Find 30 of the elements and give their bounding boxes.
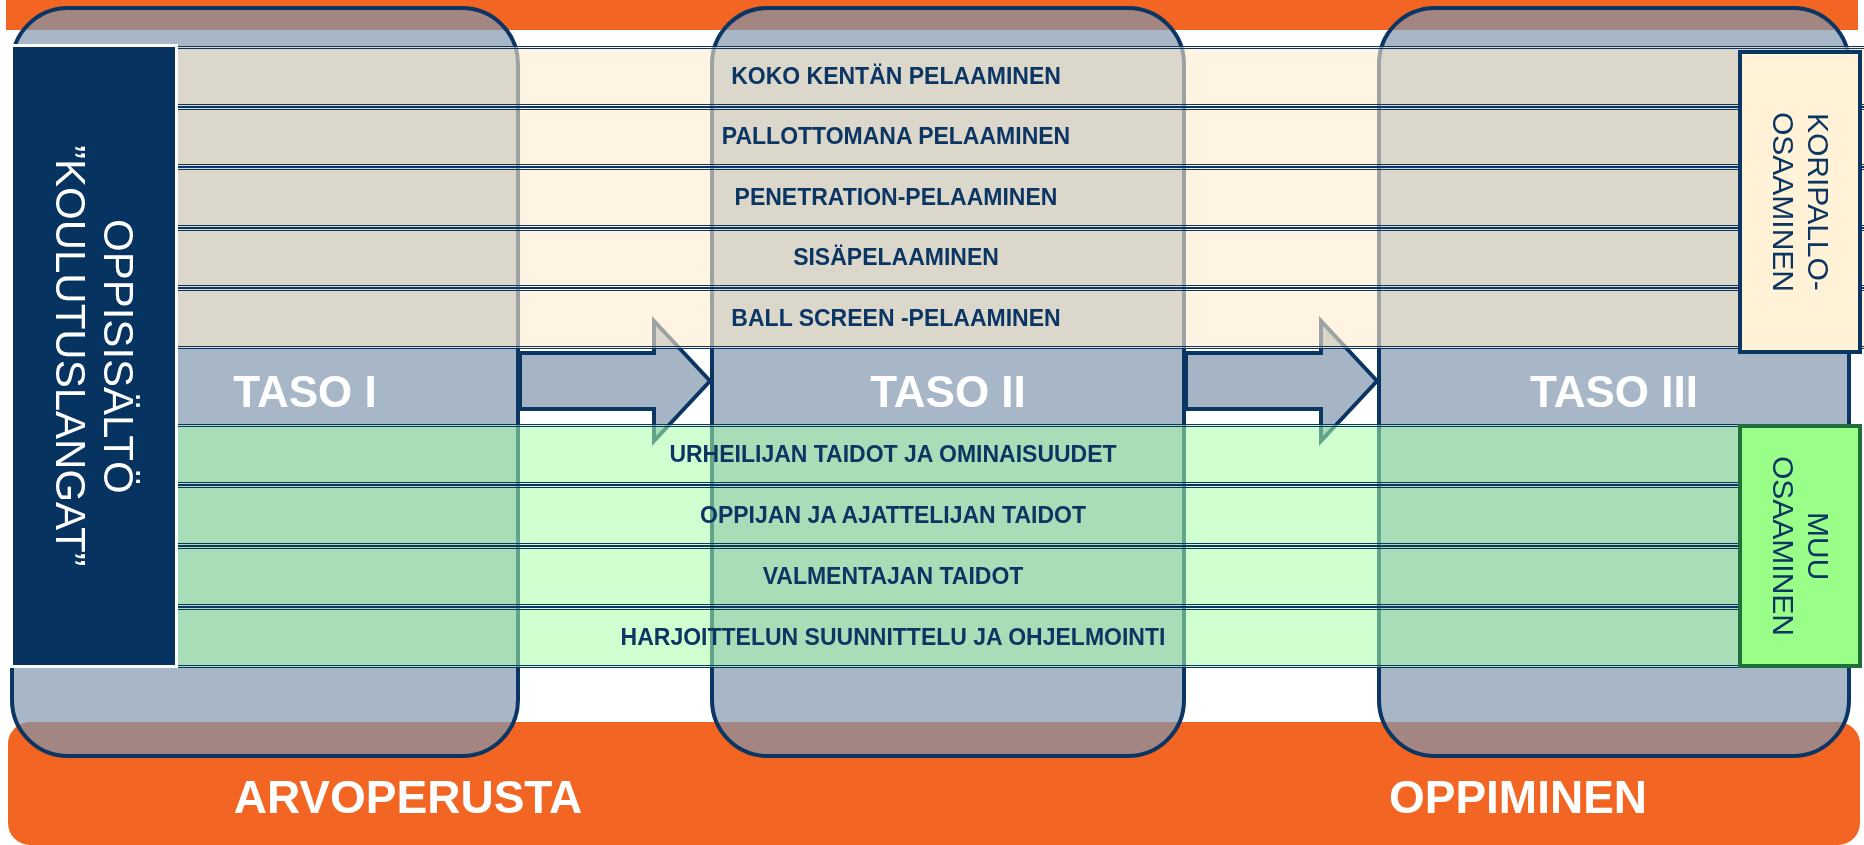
- panel-title: OPPISISÄLTÖ ”KOULUTUSLANGAT”: [46, 144, 143, 569]
- strip-label: HARJOITTELUN SUUNNITTELU JA OHJELMOINTI: [620, 624, 1166, 651]
- content-strip: [178, 424, 1738, 485]
- panel-title: MUU OSAAMINEN: [1766, 455, 1835, 638]
- strip-label: PALLOTTOMANA PELAAMINEN: [721, 123, 1071, 151]
- footer-band: [8, 722, 1860, 845]
- header-band: [6, 0, 1858, 30]
- block-arrow: [1184, 315, 1380, 447]
- content-strip: [178, 546, 1738, 607]
- strip-label: KOKO KENTÄN PELAAMINEN: [731, 62, 1061, 90]
- content-strip: [178, 607, 1738, 668]
- strip-label: BALL SCREEN -PELAAMINEN: [731, 304, 1061, 332]
- strip-label: URHEILIJAN TAIDOT JA OMINAISUUDET: [669, 441, 1117, 468]
- content-strip: [178, 288, 1864, 349]
- strip-label: SISÄPELAAMINEN: [793, 244, 999, 272]
- level-label: TASO III: [1529, 370, 1699, 414]
- content-strip: [178, 46, 1864, 107]
- band-label: ARVOPERUSTA: [232, 774, 584, 820]
- panel-title: KORIPALLO-OSAAMINEN: [1766, 111, 1835, 294]
- category-panel: [1738, 424, 1862, 668]
- band-label: OPPIMINEN: [1387, 774, 1649, 820]
- category-panel: [1738, 50, 1862, 354]
- block-arrow: [518, 315, 713, 447]
- strip-label: PENETRATION-PELAAMINEN: [734, 183, 1058, 211]
- level-column: [10, 6, 520, 758]
- level-label: TASO II: [869, 370, 1027, 414]
- heading-panel: [10, 44, 178, 668]
- content-strip: [178, 485, 1738, 546]
- strip-label: OPPIJAN JA AJATTELIJAN TAIDOT: [700, 502, 1086, 529]
- strip-label: VALMENTAJAN TAIDOT: [762, 563, 1024, 590]
